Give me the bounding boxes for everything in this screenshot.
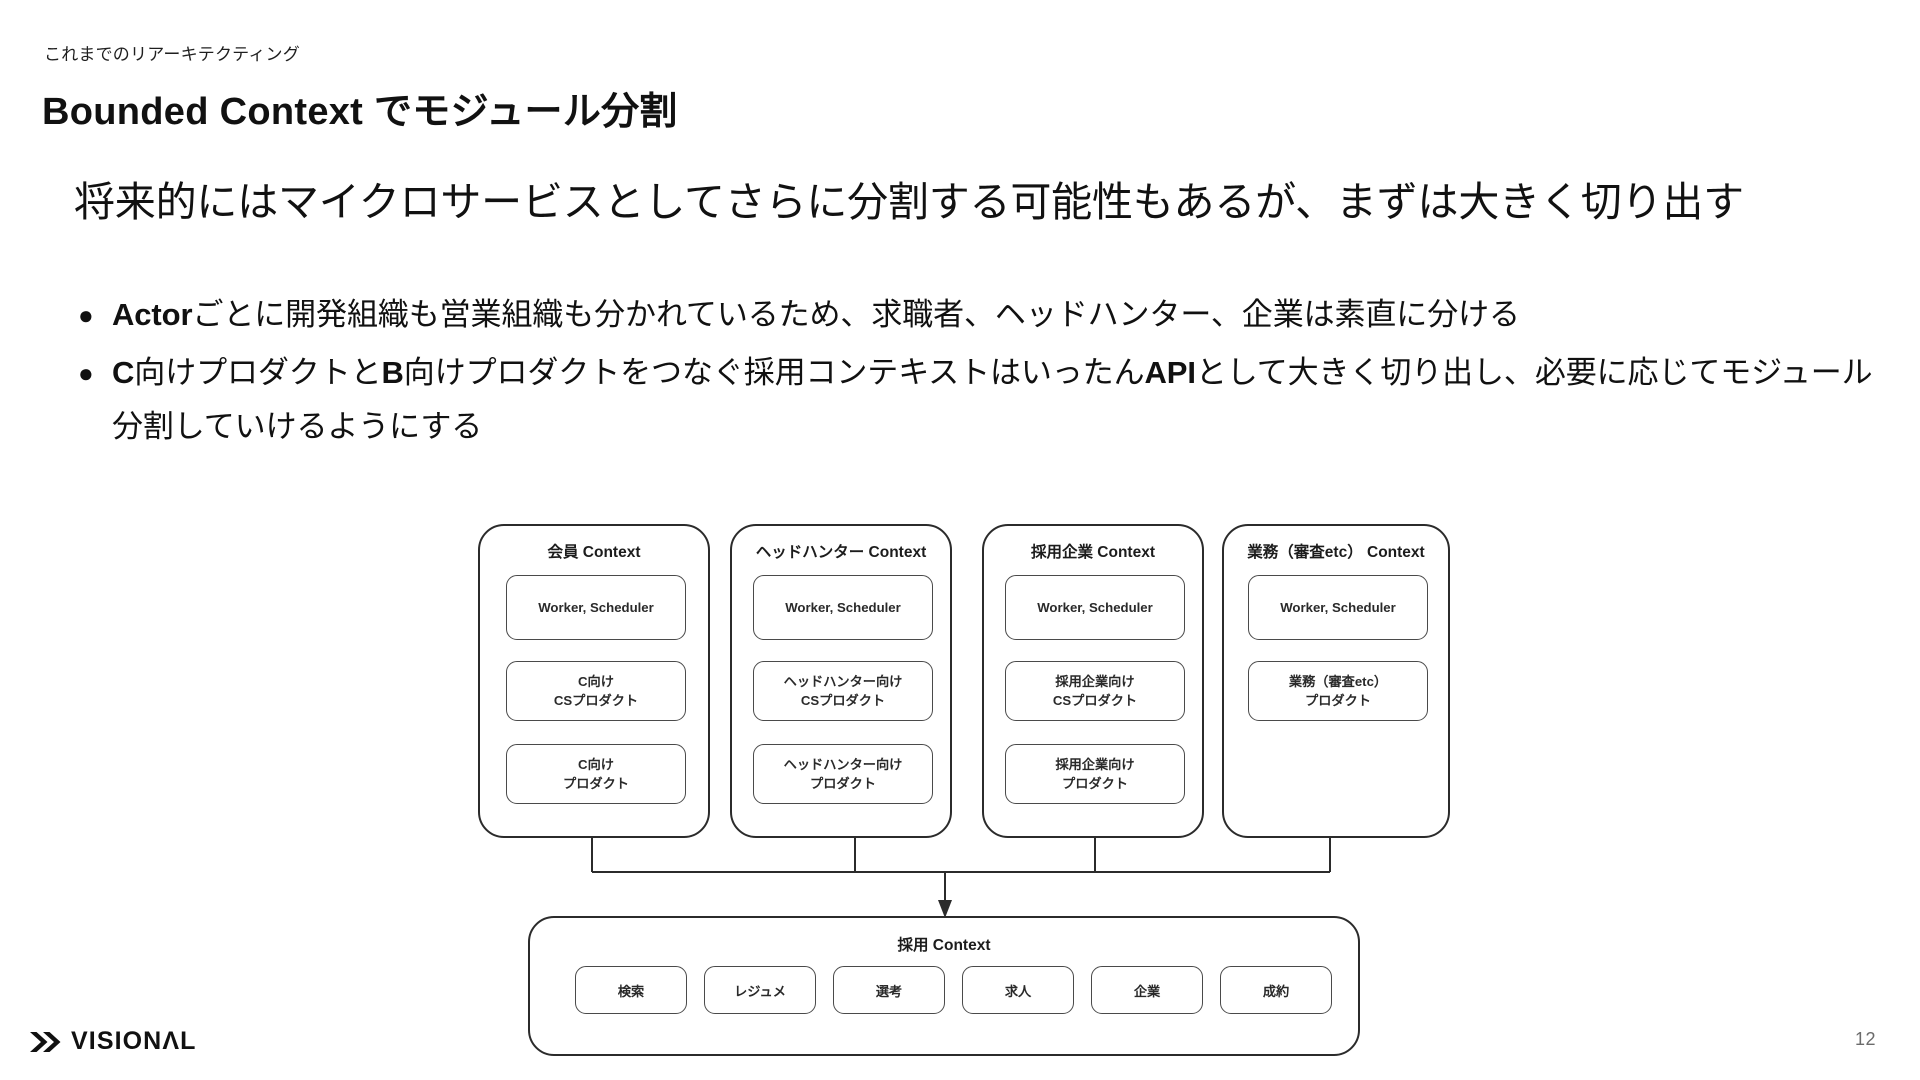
context-title: 会員 Context (547, 544, 641, 561)
chip-job: 求人 (962, 966, 1074, 1014)
chip-search: 検索 (575, 966, 687, 1014)
chip-contract: 成約 (1220, 966, 1332, 1014)
context-box-operations: 業務（審査etc） Context Worker, Scheduler 業務（審… (1222, 524, 1450, 838)
context-box-headhunter: ヘッドハンター Context Worker, Scheduler ヘッドハンタ… (730, 524, 952, 838)
module-box: Worker, Scheduler (506, 575, 686, 640)
module-box: Worker, Scheduler (753, 575, 933, 640)
list-item: ● C向けプロダクトとB向けプロダクトをつなぐ採用コンテキストはいったんAPIと… (78, 346, 1878, 454)
lead-statement: 将来的にはマイクロサービスとしてさらに分割する可能性もあるが、まずは大きく切り出… (74, 179, 1744, 225)
chip-resume: レジュメ (704, 966, 816, 1014)
visional-logo: VISIONΛL (30, 1029, 197, 1054)
bullet-marker-icon: ● (78, 358, 94, 388)
context-title: 採用企業 Context (1030, 544, 1155, 561)
context-title: ヘッドハンター Context (755, 544, 927, 561)
slide-eyebrow: これまでのリアーキテクティング (44, 45, 300, 64)
module-box: Worker, Scheduler (1248, 575, 1428, 640)
page-number: 12 (1854, 1029, 1876, 1049)
chip-screening: 選考 (833, 966, 945, 1014)
module-box: ヘッドハンター向けプロダクト (753, 744, 933, 804)
page-title: Bounded Context でモジュール分割 (42, 91, 678, 133)
module-box: Worker, Scheduler (1005, 575, 1185, 640)
bullet-marker-icon: ● (78, 300, 94, 330)
double-chevron-icon (30, 1031, 61, 1052)
context-box-recruiting: 採用 Context 検索 レジュメ 選考 求人 企業 成約 (528, 916, 1360, 1056)
chip-company: 企業 (1091, 966, 1203, 1014)
module-box: C向けプロダクト (506, 744, 686, 804)
logo-wordmark: VISIONΛL (71, 1027, 197, 1055)
module-box: 業務（審査etc）プロダクト (1248, 661, 1428, 721)
module-box: 採用企業向けプロダクト (1005, 744, 1185, 804)
bullet-text: C向けプロダクトとB向けプロダクトをつなぐ採用コンテキストはいったんAPIとして… (112, 355, 1873, 444)
list-item: ● Actorごとに開発組織も営業組織も分かれているため、求職者、ヘッドハンター… (78, 288, 1878, 342)
bullet-list: ● Actorごとに開発組織も営業組織も分かれているため、求職者、ヘッドハンター… (78, 288, 1878, 458)
bullet-text: Actorごとに開発組織も営業組織も分かれているため、求職者、ヘッドハンター、企… (112, 297, 1520, 332)
context-title: 業務（審査etc） Context (1247, 544, 1425, 561)
context-title: 採用 Context (897, 937, 991, 954)
